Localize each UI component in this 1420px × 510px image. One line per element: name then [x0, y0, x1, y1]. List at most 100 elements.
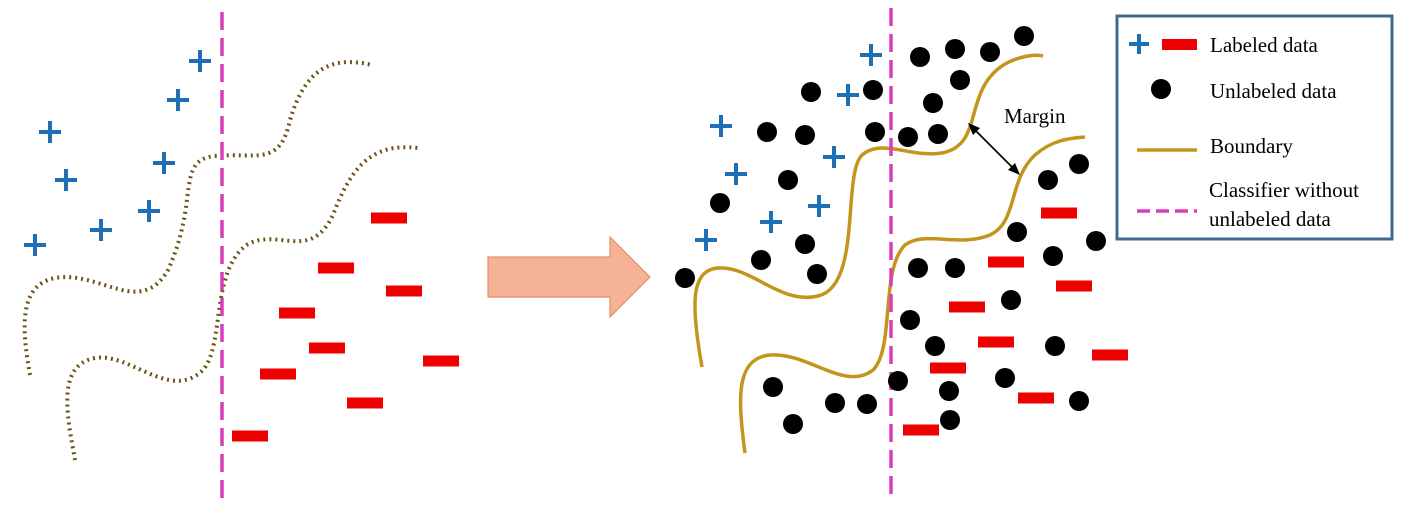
minus-icon	[1056, 280, 1092, 292]
minus-icon	[318, 262, 354, 274]
legend-border	[1115, 14, 1394, 241]
minus-icon	[386, 285, 422, 297]
plus-icon	[55, 169, 77, 191]
minus-icon	[232, 430, 268, 442]
left-dotted-boundary-top	[22, 60, 373, 376]
minus-icon	[423, 355, 459, 367]
legend-box: Labeled data Unlabeled data Boundary Cla…	[1115, 14, 1394, 241]
plus-icon	[138, 200, 160, 222]
unlabeled-point	[783, 414, 803, 434]
unlabeled-point	[795, 234, 815, 254]
unlabeled-point	[900, 310, 920, 330]
unlabeled-point	[925, 336, 945, 356]
minus-icon	[1018, 392, 1054, 404]
right-unlabeled-points	[675, 26, 1106, 434]
unlabeled-point	[950, 70, 970, 90]
unlabeled-point	[898, 127, 918, 147]
unlabeled-point	[888, 371, 908, 391]
unlabeled-point	[980, 42, 1000, 62]
minus-icon	[1162, 39, 1197, 50]
unlabeled-point	[807, 264, 827, 284]
unlabeled-point	[910, 47, 930, 67]
unlabeled-point	[995, 368, 1015, 388]
right-panel-semi-supervised: Margin	[675, 8, 1128, 495]
right-arrow-icon	[487, 235, 651, 319]
unlabeled-point	[1007, 222, 1027, 242]
plus-icon	[24, 234, 46, 256]
plus-icon	[90, 219, 112, 241]
unlabeled-point	[675, 268, 695, 288]
plus-icon	[823, 146, 845, 168]
unlabeled-point	[1086, 231, 1106, 251]
unlabeled-point	[763, 377, 783, 397]
right-boundary-top	[693, 53, 1044, 368]
margin-label: Margin	[1004, 104, 1066, 128]
legend-item-labeled: Labeled data	[1129, 33, 1319, 57]
minus-icon	[930, 362, 966, 374]
legend-item-unlabeled: Unlabeled data	[1151, 79, 1337, 103]
legend-unlabeled-text: Unlabeled data	[1210, 79, 1337, 103]
unlabeled-point	[923, 93, 943, 113]
minus-icon	[1041, 207, 1077, 219]
minus-icon	[903, 424, 939, 436]
minus-icon	[949, 301, 985, 313]
minus-icon	[988, 256, 1024, 268]
plus-icon	[167, 89, 189, 111]
minus-icon	[260, 368, 296, 380]
plus-icon	[695, 229, 717, 251]
unlabeled-point	[778, 170, 798, 190]
plus-icon	[808, 195, 830, 217]
unlabeled-point	[795, 125, 815, 145]
unlabeled-point	[1069, 391, 1089, 411]
plus-icon	[1129, 34, 1149, 54]
unlabeled-point	[1001, 290, 1021, 310]
minus-icon	[309, 342, 345, 354]
right-labeled-positive-points	[695, 44, 882, 251]
legend-item-classifier: Classifier without unlabeled data	[1137, 178, 1359, 231]
unlabeled-point	[1069, 154, 1089, 174]
unlabeled-point	[863, 80, 883, 100]
double-headed-arrow-icon	[968, 123, 1020, 175]
legend-boundary-text: Boundary	[1210, 134, 1293, 158]
unlabeled-point	[710, 193, 730, 213]
legend-item-boundary: Boundary	[1137, 134, 1293, 158]
unlabeled-point	[757, 122, 777, 142]
unlabeled-point	[945, 39, 965, 59]
unlabeled-point	[928, 124, 948, 144]
right-boundary-bottom	[738, 135, 1086, 454]
unlabeled-point	[801, 82, 821, 102]
minus-icon	[279, 307, 315, 319]
minus-icon	[978, 336, 1014, 348]
plus-icon	[725, 163, 747, 185]
unlabeled-point	[908, 258, 928, 278]
legend-classifier-text-line2: unlabeled data	[1209, 207, 1332, 231]
left-labeled-positive-points	[24, 50, 211, 256]
plus-icon	[39, 121, 61, 143]
plus-icon	[189, 50, 211, 72]
unlabeled-point	[940, 410, 960, 430]
unlabeled-point	[1014, 26, 1034, 46]
legend-classifier-text-line1: Classifier without	[1209, 178, 1359, 202]
unlabeled-point	[825, 393, 845, 413]
unlabeled-point	[1045, 336, 1065, 356]
left-dotted-boundary-bottom	[65, 145, 419, 461]
black-dot-icon	[1151, 79, 1171, 99]
plus-icon	[153, 152, 175, 174]
left-panel-supervised	[22, 12, 459, 500]
unlabeled-point	[751, 250, 771, 270]
plus-icon-shape	[1129, 34, 1149, 54]
unlabeled-point	[1043, 246, 1063, 266]
unlabeled-point	[945, 258, 965, 278]
plus-icon	[710, 115, 732, 137]
minus-icon	[371, 212, 407, 224]
unlabeled-point	[939, 381, 959, 401]
unlabeled-point	[865, 122, 885, 142]
unlabeled-point	[857, 394, 877, 414]
plus-icon	[837, 84, 859, 106]
plus-icon	[760, 211, 782, 233]
minus-icon	[347, 397, 383, 409]
plus-icon	[860, 44, 882, 66]
right-labeled-negative-points	[903, 207, 1128, 436]
legend-labeled-text: Labeled data	[1210, 33, 1319, 57]
